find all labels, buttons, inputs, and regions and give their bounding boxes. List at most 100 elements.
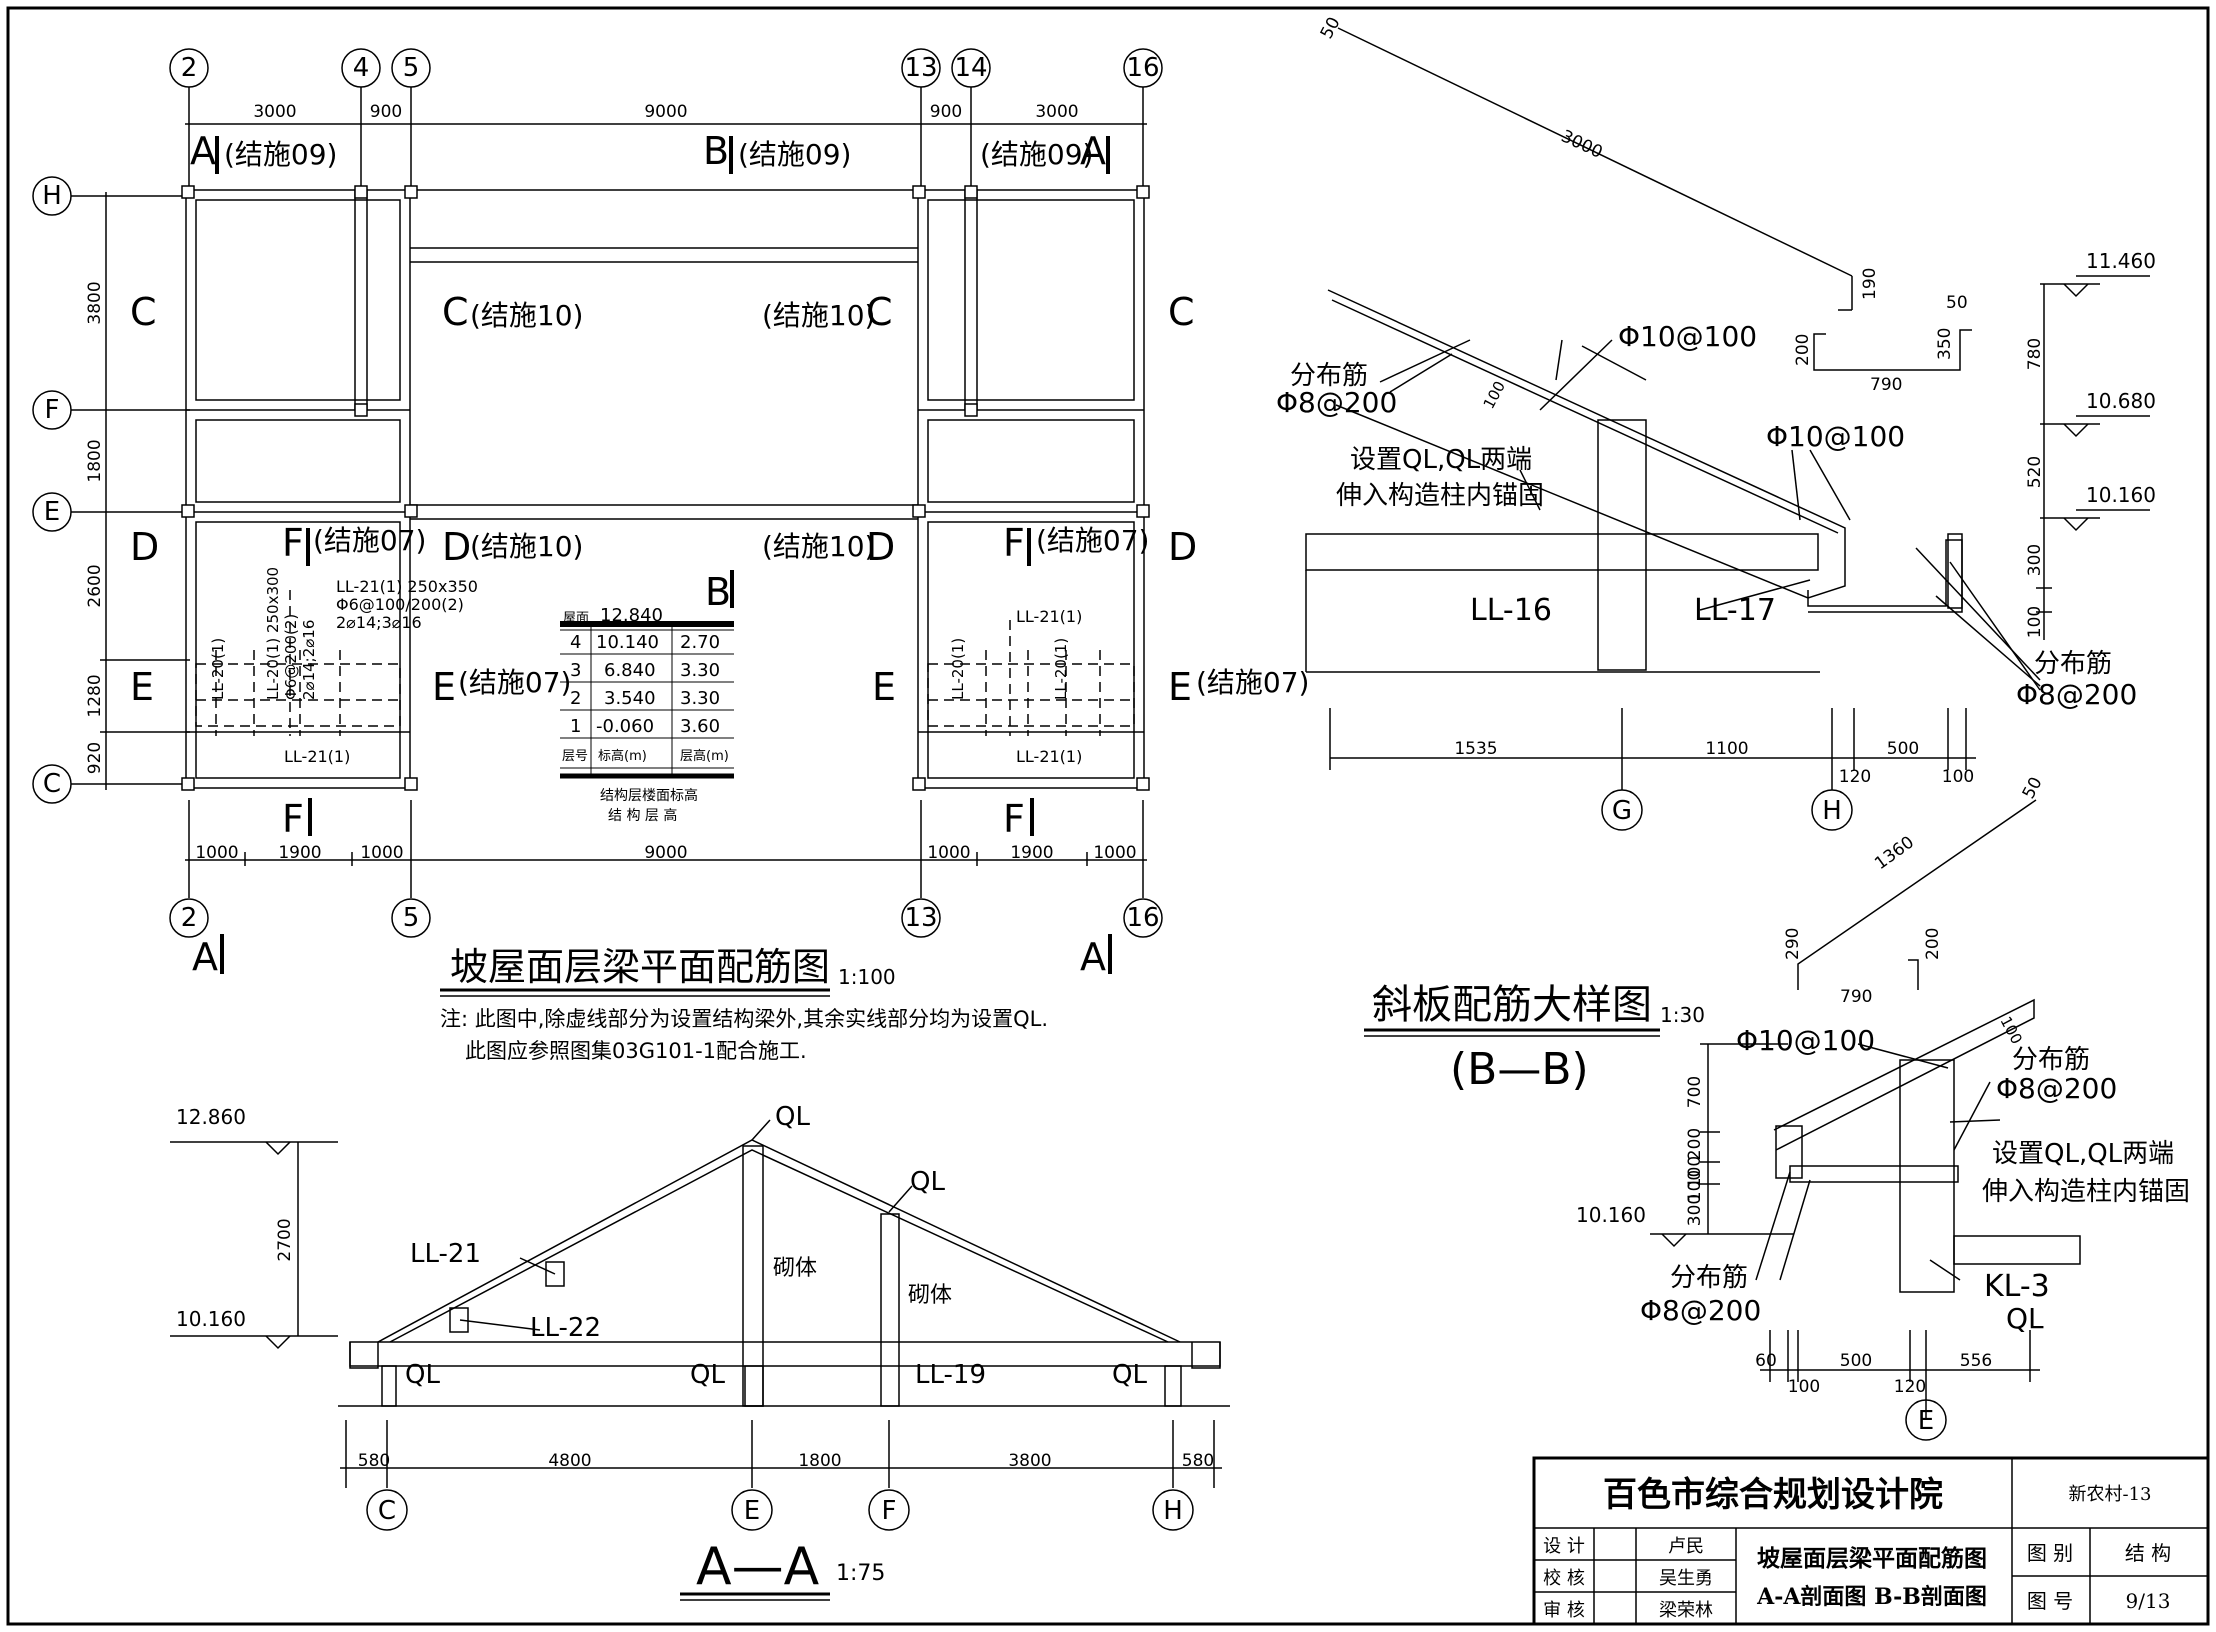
dim-left-1: 1800 <box>85 439 105 482</box>
aa-label-ll21: LL-21 <box>410 1239 481 1269</box>
sec-f1-ref: (结施07) <box>313 524 426 557</box>
aa-axis-H: H <box>1163 1496 1183 1526</box>
aa-label-ql-right2: QL <box>1112 1360 1147 1390</box>
bb-detail: 50 1360 290 200 790 100 Φ10@100 分布筋 Φ8@2… <box>1364 774 2190 1441</box>
tb-company: 百色市综合规划设计院 <box>1603 1475 1943 1515</box>
sec-e2-ref: (结施07) <box>1196 666 1309 699</box>
elev-row-1-floor: 3 <box>570 660 581 681</box>
sec-c-right: C <box>1168 290 1195 334</box>
axis-2-bottom: 2 <box>181 903 198 933</box>
axis-5-top: 5 <box>403 53 420 83</box>
sec-b-top-bar <box>729 136 733 174</box>
elev-row-2-floor: 2 <box>570 688 581 709</box>
ll20-b: LL-20(1) 250x300 <box>264 567 282 700</box>
det-gutter-h2: 350 <box>1935 328 1955 360</box>
bb-h-right: 200 <box>1923 928 1943 960</box>
bb-hdim-1: 500 <box>1840 1351 1872 1371</box>
bb-hdim-2: 556 <box>1960 1351 1992 1371</box>
right-ll21-top: LL-21(1) <box>1016 607 1082 626</box>
det-dist-rebar2: Φ8@200 <box>2016 678 2137 711</box>
elev-roof-value: 12.840 <box>600 605 663 626</box>
bb-vdim-2: 100 <box>1685 1156 1705 1188</box>
plan-texts: 2 4 5 13 14 16 3000 900 9000 900 3000 H … <box>42 53 1309 1063</box>
aa-label-ql-top: QL <box>775 1102 810 1132</box>
bb-axis-E: E <box>1918 1406 1934 1436</box>
bb-ql: QL <box>2006 1302 2044 1335</box>
det-axis-G: G <box>1612 796 1632 826</box>
sec-a-left-ref: (结施09) <box>224 138 337 171</box>
ll21-stirrup: Φ6@100/200(2) <box>336 595 464 614</box>
bb-len-diag: 1360 <box>1871 832 1918 874</box>
plan-left-wing <box>185 189 411 789</box>
dim-bot-2: 1000 <box>360 843 403 863</box>
bb-dist-rebar: Φ8@200 <box>1996 1072 2117 1105</box>
sec-f-bot-right: F <box>1003 797 1025 841</box>
plan-title: 坡屋面层梁平面配筋图 <box>450 945 830 989</box>
sec-e1-ref: (结施07) <box>458 666 571 699</box>
bb-top-small: 50 <box>2019 774 2047 802</box>
elev-row-3-floor: 1 <box>570 716 581 737</box>
dim-top-0: 3000 <box>253 102 296 122</box>
aa-dim-3: 3800 <box>1008 1451 1051 1471</box>
bb-ql-note-1: 设置QL,QL两端 <box>1992 1139 2174 1169</box>
elev-row-1-elev: 6.840 <box>604 660 656 681</box>
right-ll21-bottom: LL-21(1) <box>1016 747 1082 766</box>
elev-row-1-height: 3.30 <box>680 660 720 681</box>
elev-header-floor: 层号 <box>562 749 588 764</box>
dim-bot-6: 1000 <box>1093 843 1136 863</box>
sec-e-mid: E <box>872 665 896 709</box>
det-vdim-0: 780 <box>2025 338 2045 370</box>
sec-a-left-bar <box>215 136 219 174</box>
det-ql-note-1: 设置QL,QL两端 <box>1350 445 1532 475</box>
sec-f2: F <box>1003 521 1025 565</box>
sec-a-right-bar <box>1106 136 1110 174</box>
sec-d1: D <box>442 525 471 569</box>
dim-bot-1: 1900 <box>278 843 321 863</box>
aa-elev-bottom: 10.160 <box>176 1307 246 1331</box>
elev-row-0-floor: 4 <box>570 632 581 653</box>
bb-vdim-4: 300 <box>1685 1194 1705 1226</box>
sec-e1: E <box>432 665 456 709</box>
axis-4-top: 4 <box>353 53 370 83</box>
elev-row-0-height: 2.70 <box>680 632 720 653</box>
ll20-a: LL-20(1) <box>209 638 227 700</box>
section-detail: 50 3000 190 200 350 790 50 Φ10@100 分布筋 Φ… <box>1276 14 2156 831</box>
det-axis-H: H <box>1822 796 1842 826</box>
ll21-bottom: LL-21(1) <box>284 747 350 766</box>
sec-a-bot-left-bar <box>220 934 224 974</box>
axis-16-bottom: 16 <box>1126 903 1159 933</box>
axis-16-top: 16 <box>1126 53 1159 83</box>
bb-hdim-small-1: 120 <box>1894 1377 1926 1397</box>
sec-a-left: A <box>190 129 216 173</box>
elev-row-2-height: 3.30 <box>680 688 720 709</box>
aa-label-ql-right: QL <box>910 1167 945 1197</box>
plan-axes-top <box>169 48 1163 190</box>
aa-label-ll22: LL-22 <box>530 1313 601 1343</box>
det-hdim-1: 1100 <box>1705 739 1748 759</box>
plan-scale: 1:100 <box>838 965 896 989</box>
axis-5-bottom: 5 <box>403 903 420 933</box>
aa-dim-2: 1800 <box>798 1451 841 1471</box>
bb-width: 790 <box>1840 987 1872 1007</box>
dim-top-2: 9000 <box>644 102 687 122</box>
det-vdim-3: 100 <box>2025 606 2045 638</box>
aa-dim-4: 580 <box>1182 1451 1214 1471</box>
plan-axes-bottom <box>169 800 1163 938</box>
det-hdim-small-0: 120 <box>1839 767 1871 787</box>
plan-axes-left <box>32 176 190 804</box>
det-thickness: 100 <box>1480 378 1509 412</box>
elev-roof-label: 屋面 <box>563 611 589 626</box>
det-gutter-tip: 50 <box>1946 293 1968 313</box>
aa-label-ql-mid: QL <box>690 1360 725 1390</box>
det-top-small: 50 <box>1317 14 1345 42</box>
aa-height-dim: 2700 <box>275 1218 295 1261</box>
axis-2-top: 2 <box>181 53 198 83</box>
dim-bot-3: 9000 <box>644 843 687 863</box>
aa-label-masonry-1: 砌体 <box>773 1256 817 1281</box>
det-hdim-2: 500 <box>1887 739 1919 759</box>
sec-d-left: D <box>130 525 159 569</box>
sec-c1: C <box>442 290 469 334</box>
axis-F: F <box>45 395 60 425</box>
bb-ql-note-2: 伸入构造柱内锚固 <box>1982 1177 2190 1207</box>
